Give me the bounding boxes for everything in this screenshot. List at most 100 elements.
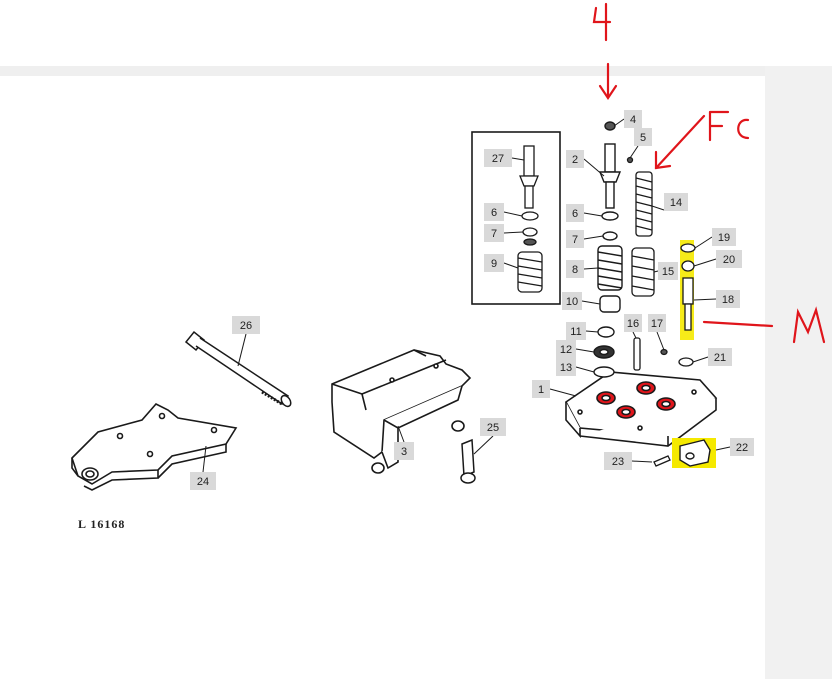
leader-line (575, 366, 595, 373)
leader-line (715, 446, 731, 451)
frame-right-scrollbar[interactable] (765, 66, 832, 679)
part-label-17: 17 (651, 318, 663, 330)
part-label-8: 8 (572, 264, 578, 276)
part-label-27: 27 (492, 153, 504, 165)
leader-line (473, 435, 494, 455)
part-label-box (484, 149, 512, 167)
part-label-9: 9 (491, 258, 497, 270)
part-label-box (566, 230, 584, 248)
part-label-4: 4 (630, 114, 636, 126)
part-label-24: 24 (197, 476, 209, 488)
part-label-7: 7 (491, 228, 497, 240)
part-label-23: 23 (612, 456, 624, 468)
part-label-box (712, 228, 736, 246)
frame-top-border (0, 66, 765, 76)
leader-line (629, 145, 639, 159)
part-label-box (604, 452, 632, 470)
leader-line (503, 262, 519, 269)
leader-line (581, 300, 601, 305)
part-label-16: 16 (627, 318, 639, 330)
part-label-15: 15 (662, 266, 674, 278)
leader-line (583, 235, 604, 240)
leader-line (653, 270, 659, 273)
leader-line (202, 445, 207, 473)
leader-line (651, 205, 665, 211)
part-label-box (658, 262, 678, 280)
part-label-box (394, 442, 414, 460)
leader-line (549, 388, 577, 397)
part-22-lever (672, 438, 716, 468)
part-14-15-springs (626, 156, 655, 297)
part-label-box (484, 224, 504, 242)
leader-line (575, 348, 595, 353)
leader-line (585, 330, 599, 333)
part-label-2: 2 (572, 154, 578, 166)
leader-line (583, 212, 603, 217)
part-label-6: 6 (572, 208, 578, 220)
leader-line (397, 425, 405, 443)
part-label-14: 14 (670, 197, 682, 209)
leader-line (694, 236, 713, 249)
part-label-19: 19 (718, 232, 730, 244)
part-label-box (566, 322, 586, 340)
part-label-box (232, 316, 260, 334)
annotation-m-line (702, 306, 826, 344)
part-label-box (624, 314, 642, 332)
part-label-box (556, 340, 576, 358)
part-label-6: 6 (491, 207, 497, 219)
leader-line (237, 333, 247, 367)
leader-line (632, 331, 637, 339)
part-label-1: 1 (538, 384, 544, 396)
part-label-box (716, 290, 740, 308)
leader-line (511, 157, 525, 161)
part-label-22: 22 (736, 442, 748, 454)
part-label-box (562, 292, 582, 310)
part-23-roll-pin (653, 455, 671, 467)
leader-line (613, 118, 625, 127)
leader-line (583, 267, 599, 270)
part-label-box (566, 150, 584, 168)
part-26-long-bolt (184, 330, 292, 408)
part-label-box (190, 472, 216, 490)
part-label-26: 26 (240, 320, 252, 332)
part-1-valve-body (564, 371, 718, 447)
part-label-3: 3 (401, 446, 407, 458)
leader-line (631, 460, 653, 463)
leader-line (503, 211, 523, 217)
leader-line (693, 258, 717, 267)
part-18-to-21-plunger (678, 240, 696, 367)
part-label-box (532, 380, 550, 398)
part-label-box (664, 193, 688, 211)
part-24-base-plate (71, 403, 238, 491)
part-label-20: 20 (723, 254, 735, 266)
part-label-box (716, 250, 742, 268)
part-label-box (648, 314, 666, 332)
part-label-box (634, 128, 652, 146)
leader-line (503, 231, 524, 234)
part-label-box (556, 358, 576, 376)
part-label-25: 25 (487, 422, 499, 434)
annotation-fc-arrow (654, 110, 750, 170)
part-label-box (484, 254, 504, 272)
part-25-short-bolt (460, 438, 476, 484)
figure-caption: L 16168 (78, 517, 126, 531)
part-label-box (624, 110, 642, 128)
part-label-box (708, 348, 732, 366)
part-label-13: 13 (560, 362, 572, 374)
leader-line (692, 356, 709, 363)
leader-line (583, 158, 605, 177)
part-label-box (566, 260, 584, 278)
part-label-11: 11 (570, 326, 581, 338)
annotation-top-4 (592, 2, 618, 100)
leader-line (656, 331, 665, 351)
part-label-10: 10 (566, 296, 578, 308)
part-label-box (484, 203, 504, 221)
part-label-box (566, 204, 584, 222)
part-label-5: 5 (640, 132, 646, 144)
leader-line (693, 298, 717, 301)
part-label-12: 12 (560, 344, 572, 356)
top-whitespace (0, 0, 832, 66)
part-label-box (730, 438, 754, 456)
